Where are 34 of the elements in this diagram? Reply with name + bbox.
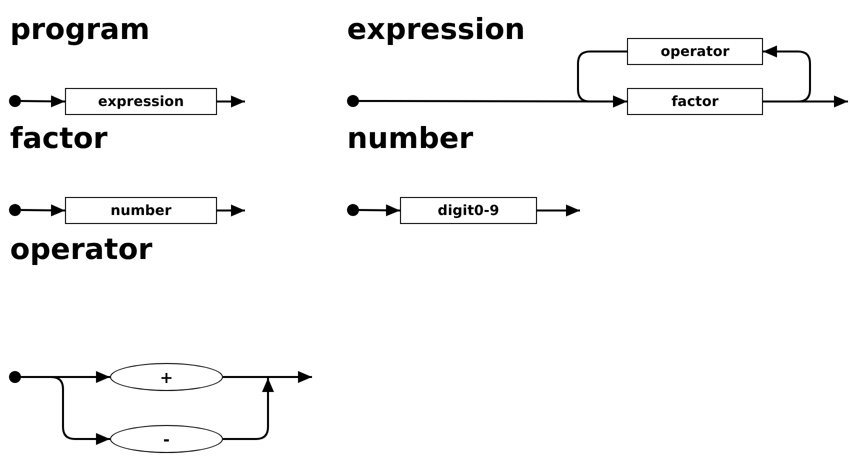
arrow	[20, 204, 66, 216]
start-dot	[347, 204, 359, 216]
arrow	[358, 204, 400, 216]
node-label: digit0-9	[438, 202, 500, 218]
start-dot	[9, 204, 21, 216]
nonterminal-box	[65, 197, 217, 224]
arrow	[20, 95, 66, 108]
node-label: expression	[98, 94, 184, 110]
node-label: operator	[660, 44, 730, 60]
arrow	[223, 371, 312, 383]
node-label: -	[163, 430, 170, 448]
start-dot	[9, 95, 21, 107]
start-dot	[9, 371, 21, 383]
section-heading: number	[347, 124, 474, 153]
section-heading: operator	[10, 235, 152, 264]
arrow	[217, 204, 245, 216]
arrow	[223, 378, 274, 440]
arrow	[763, 96, 848, 108]
nonterminal-box	[627, 88, 763, 115]
arrow	[763, 46, 811, 102]
section-heading: factor	[10, 124, 108, 153]
arrow	[21, 376, 110, 445]
node-label: +	[160, 368, 174, 386]
arrow	[577, 50, 627, 108]
nonterminal-box	[65, 88, 217, 115]
nonterminal-box	[400, 197, 537, 224]
node-label: factor	[671, 94, 719, 110]
arrow	[537, 204, 580, 216]
section-heading: program	[10, 15, 150, 44]
arrow	[217, 96, 245, 108]
start-dot	[347, 95, 359, 107]
nonterminal-box	[627, 38, 763, 65]
node-label: number	[110, 202, 172, 218]
section-heading: expression	[347, 15, 526, 44]
